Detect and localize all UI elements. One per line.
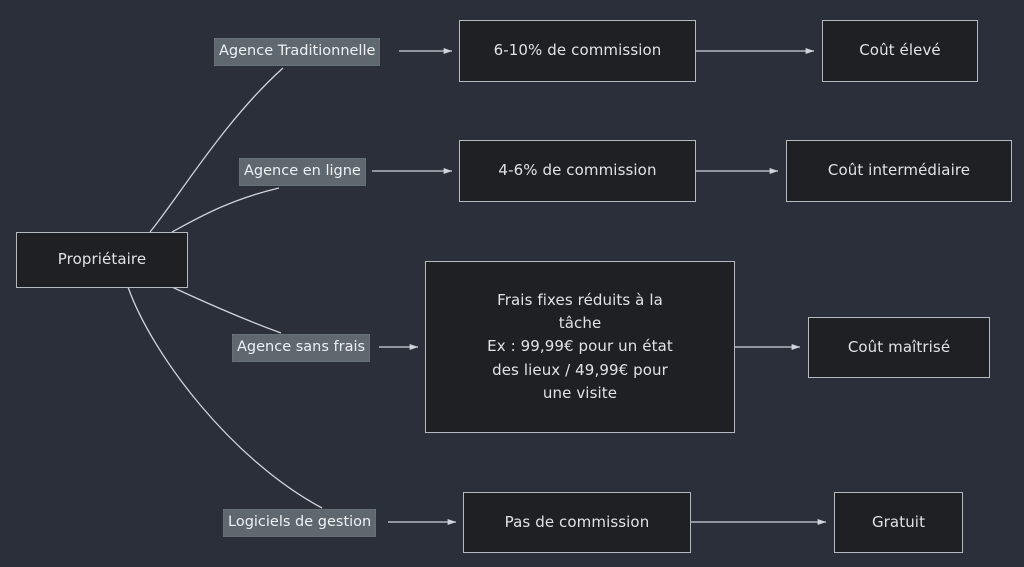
node-cost-free[interactable]: Gratuit (834, 492, 963, 553)
node-no-commission[interactable]: Pas de commission (463, 492, 691, 553)
node-commission-online[interactable]: 4-6% de commission (459, 140, 696, 202)
node-cost-controlled[interactable]: Coût maîtrisé (808, 317, 990, 378)
node-root-label: Propriétaire (57, 250, 147, 269)
edge-label-no-fee-agency-text: Agence sans frais (237, 339, 366, 355)
edge-label-online-agency-text: Agence en ligne (244, 163, 361, 179)
node-fixed-fees-line-4: des lieux / 49,99€ pour (492, 360, 668, 379)
node-fixed-fees[interactable]: Frais fixes réduits à la tâche Ex : 99,9… (425, 261, 735, 433)
node-commission-traditional-label: 6-10% de commission (493, 41, 662, 60)
node-cost-high-label: Coût élevé (859, 41, 941, 60)
node-cost-free-label: Gratuit (871, 512, 926, 531)
edge-label-traditional-agency-text: Agence Traditionnelle (219, 43, 376, 59)
node-root[interactable]: Propriétaire (16, 232, 188, 288)
edge-label-management-software-text: Logiciels de gestion (228, 514, 372, 530)
node-cost-high[interactable]: Coût élevé (822, 20, 978, 82)
edge-label-traditional-agency: Agence Traditionnelle (214, 38, 381, 66)
node-no-commission-label: Pas de commission (504, 512, 650, 531)
edge-root-to-traditional (149, 67, 284, 233)
node-fixed-fees-line-2: tâche (558, 314, 602, 333)
edge-root-to-online (171, 187, 280, 233)
node-fixed-fees-line-1: Frais fixes réduits à la (497, 290, 663, 309)
node-fixed-fees-line-5: une visite (542, 383, 618, 402)
edge-root-to-software (127, 286, 323, 509)
node-fixed-fees-line-3: Ex : 99,99€ pour un état (487, 337, 673, 356)
edge-label-management-software: Logiciels de gestion (223, 509, 377, 537)
node-commission-traditional[interactable]: 6-10% de commission (459, 20, 696, 82)
node-cost-intermediate[interactable]: Coût intermédiaire (786, 140, 1012, 202)
node-commission-online-label: 4-6% de commission (498, 161, 657, 180)
edge-label-no-fee-agency: Agence sans frais (232, 334, 371, 362)
edge-label-online-agency: Agence en ligne (239, 158, 366, 186)
node-cost-controlled-label: Coût maîtrisé (847, 337, 951, 356)
edge-root-to-nofee (171, 286, 282, 334)
node-cost-intermediate-label: Coût intermédiaire (827, 161, 971, 180)
